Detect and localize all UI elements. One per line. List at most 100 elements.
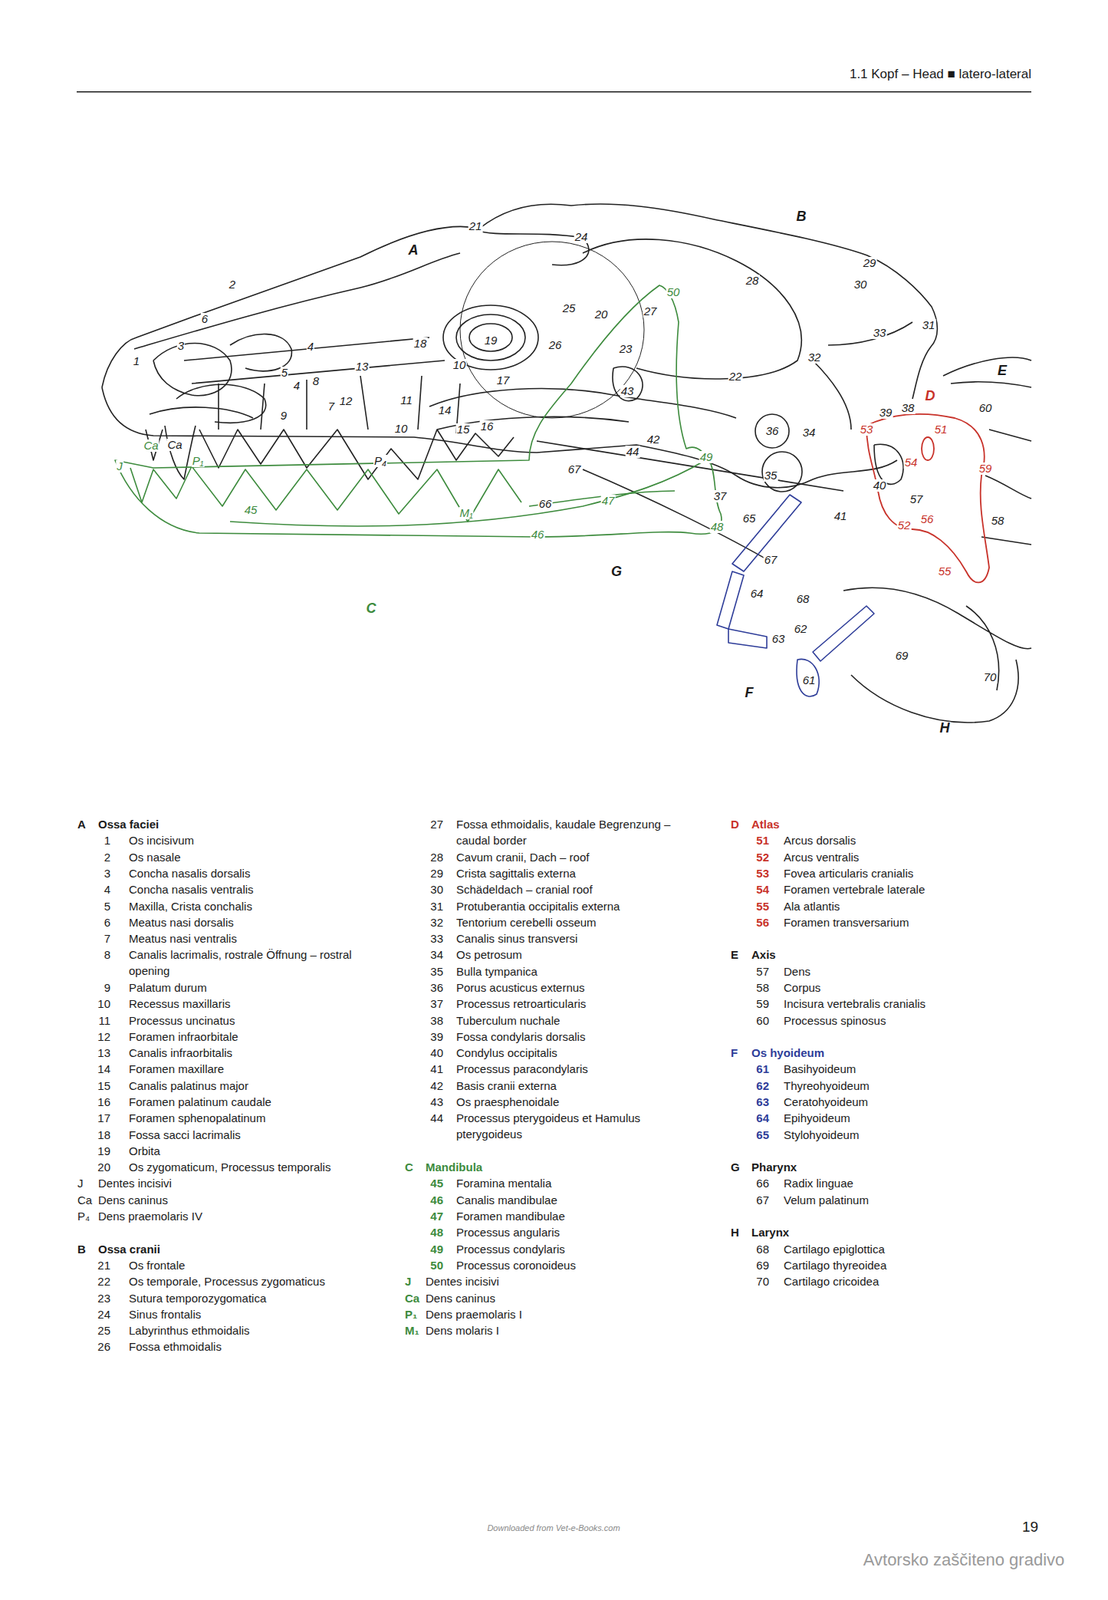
legend-tooth-text: Dentes incisivi (98, 1174, 172, 1191)
callout-number: 40 (872, 479, 888, 492)
callout-number: 57 (909, 493, 924, 506)
legend-text: Dens (783, 963, 1014, 980)
legend-number: 53 (756, 864, 770, 882)
legend-number: 60 (756, 1012, 770, 1029)
legend-text: Condylus occipitalis (456, 1044, 702, 1061)
callout-number: 42 (646, 433, 661, 446)
callout-number: 10 (394, 422, 409, 435)
callout-number: 35 (763, 469, 779, 482)
legend-group-letter: C (404, 1158, 414, 1175)
legend-text: Meatus nasi ventralis (128, 930, 359, 947)
legend-number: 58 (756, 979, 770, 996)
legend-text: Os praesphenoidale (456, 1093, 702, 1110)
legend-text: Meatus nasi dorsalis (128, 914, 359, 931)
legend-text: Os frontale (128, 1256, 359, 1273)
legend-number: 14 (97, 1060, 111, 1077)
legend-tooth-letter: Ca (77, 1191, 93, 1208)
legend-text: Foramen infraorbitale (128, 1028, 359, 1045)
legend-number: 56 (756, 914, 770, 931)
callout-number: 20 (594, 308, 609, 321)
legend-number: 33 (430, 930, 444, 947)
watermark: Downloaded from Vet-e-Books.com (486, 1519, 620, 1536)
callout-number: 6 (200, 312, 209, 326)
legend-number: 57 (756, 963, 770, 980)
callout-number: 9 (279, 409, 288, 422)
legend-text: Porus acusticus externus (456, 979, 702, 996)
legend-text: Thyreohyoideum (783, 1077, 1014, 1094)
callout-number: 25 (562, 302, 577, 315)
callout-number: 50 (666, 286, 681, 299)
legend-group-letter: F (730, 1044, 738, 1061)
legend-text: Processus angularis (456, 1223, 702, 1240)
callout-number: 3 (177, 339, 185, 352)
legend-text: Processus spinosus (783, 1012, 1014, 1029)
legend-number: 64 (756, 1109, 770, 1126)
legend-number: 68 (756, 1240, 770, 1257)
callout-number: 21 (468, 220, 484, 233)
legend-text: Canalis mandibulae (456, 1191, 702, 1208)
callout-number: 52 (897, 519, 912, 532)
legend-number: 21 (97, 1256, 111, 1273)
legend-number: 70 (756, 1272, 770, 1289)
callout-number: 60 (978, 401, 993, 415)
legend-text: Fossa ethmoidalis, kaudale Begrenzung – … (456, 815, 702, 849)
region-letter: G (610, 565, 623, 578)
legend-text: Fossa sacci lacrimalis (128, 1126, 359, 1143)
legend-text: Foramina mentalia (456, 1174, 702, 1191)
region-letter: E (996, 364, 1008, 377)
legend-text: Maxilla, Crista conchalis (128, 897, 359, 915)
callout-number: 32 (807, 351, 822, 364)
legend-number: 32 (430, 914, 444, 931)
callout-number: 7 (327, 400, 336, 413)
legend-text: Processus uncinatus (128, 1012, 359, 1029)
legend-number: 17 (97, 1109, 111, 1126)
callout-number: 31 (921, 318, 937, 332)
callout-number: M₁ (458, 506, 474, 520)
legend-group-title: Pharynx (751, 1158, 797, 1175)
legend-number: 5 (104, 897, 111, 915)
callout-number: 15 (456, 423, 471, 436)
legend-number: 12 (97, 1028, 111, 1045)
callout-number: P₄ (373, 454, 388, 467)
legend-group-title: Axis (751, 946, 776, 963)
legend-text: Os zygomaticum, Processus temporalis (128, 1158, 359, 1175)
legend-number: 47 (430, 1207, 444, 1224)
callout-number: 64 (749, 587, 765, 600)
legend-text: Velum palatinum (783, 1191, 1014, 1208)
legend-text: Cartilago epiglottica (783, 1240, 1014, 1257)
callout-number: 65 (742, 512, 757, 525)
callout-number: 29 (862, 256, 878, 270)
legend-text: Cavum cranii, Dach – roof (456, 848, 702, 865)
callout-number: 39 (878, 406, 894, 419)
legend-number: 34 (430, 946, 444, 963)
callout-number: 43 (620, 384, 635, 398)
legend-number: 67 (756, 1191, 770, 1208)
legend-tooth-letter: Ca (404, 1289, 420, 1306)
callout-number: 68 (795, 592, 811, 605)
legend-text: Fovea articularis cranialis (783, 864, 1014, 882)
legend-number: 44 (430, 1109, 444, 1126)
legend-number: 15 (97, 1077, 111, 1094)
callout-number: 62 (793, 622, 809, 635)
legend-text: Processus retroarticularis (456, 995, 702, 1012)
legend-text: Processus coronoideus (456, 1256, 702, 1273)
legend-text: Os temporale, Processus zygomaticus (128, 1272, 359, 1289)
legend-number: 66 (756, 1174, 770, 1191)
legend-number: 23 (97, 1289, 111, 1306)
callout-number: 38 (900, 401, 916, 415)
legend-number: 46 (430, 1191, 444, 1208)
callout-number: 4 (306, 340, 315, 353)
page-header: 1.1 Kopf – Head ■ latero-lateral (849, 65, 1032, 83)
callout-number: 56 (920, 512, 935, 526)
legend-number: 41 (430, 1060, 444, 1077)
callout-number: 48 (710, 520, 725, 533)
legend-text: Ceratohyoideum (783, 1093, 1014, 1110)
legend-text: Os nasale (128, 848, 359, 865)
callout-number: 37 (713, 489, 728, 503)
legend-text: Epihyoideum (783, 1109, 1014, 1126)
callout-number: 30 (853, 278, 868, 291)
callout-number: 23 (618, 342, 634, 356)
legend-tooth-text: Dens caninus (425, 1289, 496, 1306)
callout-number: 22 (728, 370, 744, 383)
legend-text: Foramen vertebrale laterale (783, 881, 1014, 898)
